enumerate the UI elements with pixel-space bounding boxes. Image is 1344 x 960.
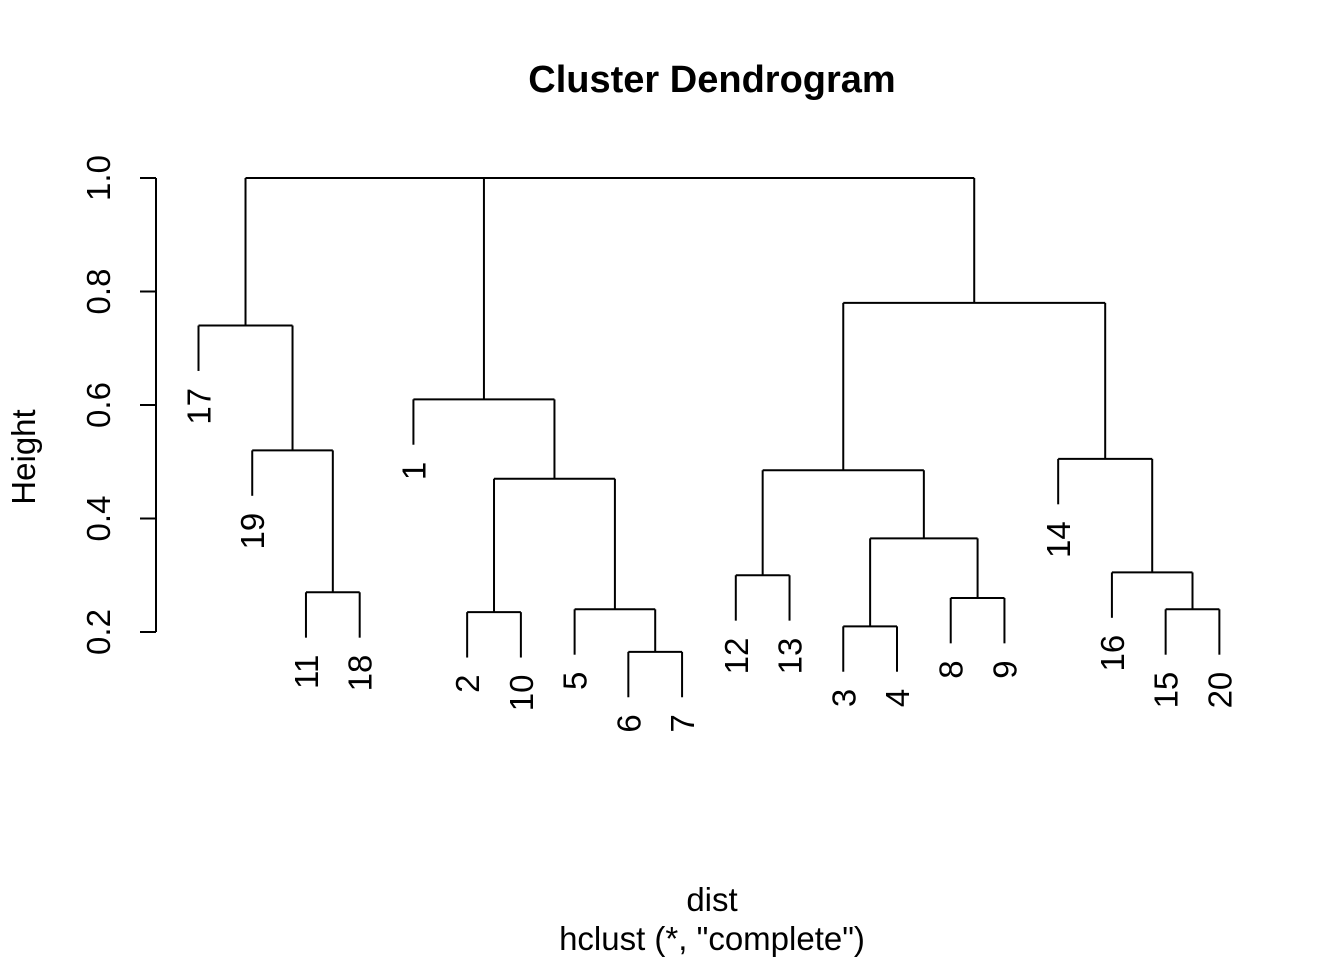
leaf-label: 18 [342, 655, 379, 692]
leaf-label: 4 [879, 689, 916, 707]
leaf-label: 2 [449, 675, 486, 693]
leaf-label: 19 [234, 513, 271, 550]
y-tick-label: 0.6 [80, 382, 117, 428]
leaf-label: 11 [288, 655, 325, 689]
chart-title: Cluster Dendrogram [528, 59, 895, 101]
y-tick-label: 0.8 [80, 269, 117, 315]
leaf-label: 14 [1040, 521, 1077, 558]
x-axis-title: dist [686, 881, 737, 918]
y-tick-label: 1.0 [80, 155, 117, 201]
plot-subtitle: hclust (*, "complete") [559, 920, 865, 957]
leaf-label: 12 [718, 638, 755, 675]
leaf-label: 3 [825, 689, 862, 707]
leaf-label: 10 [503, 675, 540, 712]
leaf-label: 8 [933, 660, 970, 678]
leaf-label: 15 [1148, 672, 1185, 709]
y-tick-label: 0.4 [80, 496, 117, 542]
y-tick-label: 0.2 [80, 609, 117, 655]
leaf-label: 6 [610, 714, 647, 732]
leaf-label: 5 [557, 672, 594, 690]
leaf-label: 9 [986, 660, 1023, 678]
leaf-label: 17 [181, 388, 218, 425]
leaf-label: 20 [1201, 672, 1238, 709]
leaf-label: 1 [395, 462, 432, 480]
y-axis-title: Height [5, 409, 42, 504]
leaf-label: 16 [1094, 635, 1131, 672]
leaf-label: 13 [772, 638, 809, 675]
y-axis: 0.2 0.4 0.6 0.8 1.0 [80, 155, 157, 655]
leaf-label: 7 [664, 714, 701, 732]
